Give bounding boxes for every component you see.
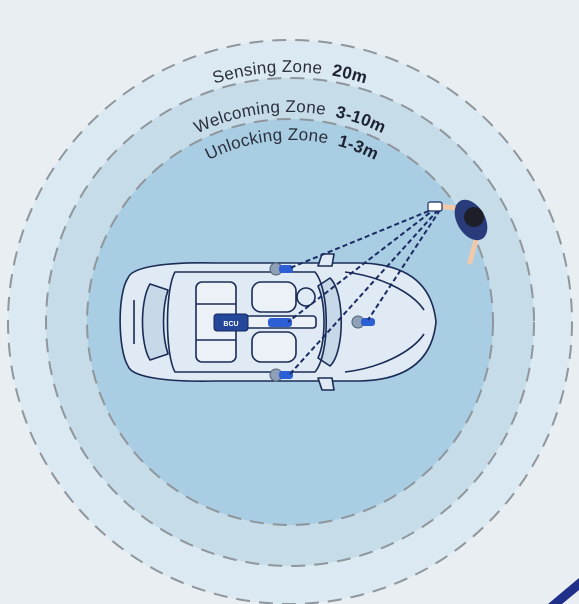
- signal-line-top: [289, 207, 437, 269]
- uwb-anchor-front: [351, 315, 375, 329]
- car-seat-front-right: [251, 331, 297, 363]
- car-windshield: [317, 277, 342, 367]
- signal-line-center: [287, 207, 437, 323]
- car-rear-window: [141, 283, 169, 361]
- person-with-phone: [427, 199, 488, 265]
- signal-line-bottom: [289, 209, 439, 375]
- control-module-label: BCU: [223, 321, 238, 328]
- uwb-anchor-center: [268, 318, 292, 327]
- control-module: BCU: [213, 313, 249, 332]
- signal-line-front: [367, 209, 441, 321]
- car-cabin-outline: [166, 271, 327, 373]
- car-hood-line-bottom: [344, 333, 425, 373]
- car-mirror-right: [317, 377, 335, 391]
- car-hood-line-top: [344, 271, 425, 311]
- car-seat-front-left: [251, 281, 297, 313]
- uwb-signal-lines: [287, 207, 441, 375]
- uwb-anchor-top: [269, 262, 293, 276]
- car-steering-wheel: [296, 287, 316, 307]
- smartphone-icon: [427, 201, 443, 212]
- person-head: [464, 207, 484, 227]
- corner-accent: [548, 578, 579, 604]
- uwb-anchor-bottom: [269, 368, 293, 382]
- person-leg: [467, 237, 479, 265]
- car-mirror-left: [317, 253, 335, 267]
